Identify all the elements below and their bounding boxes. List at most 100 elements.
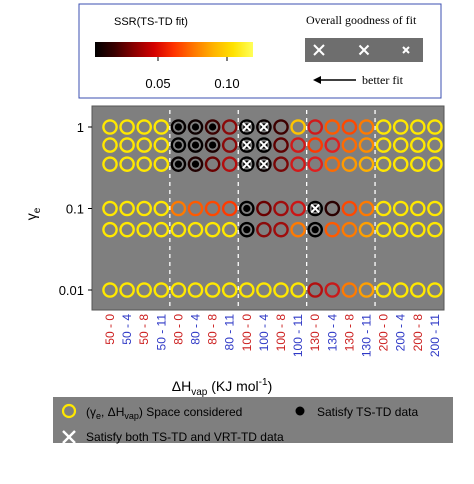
marker-ring-r4-c13	[324, 221, 341, 238]
marker-ring-r4-c17	[392, 221, 409, 238]
legend-ts-td-dot	[295, 406, 305, 416]
marker-dot-r1-c5	[191, 141, 200, 149]
marker-ring-r3-c10	[273, 200, 289, 217]
marker-ring-r0-c17	[392, 119, 409, 135]
marker-ring-r4-c1	[119, 221, 135, 238]
marker-ring-r5-c2	[136, 282, 152, 298]
marker-ring-r4-c12	[307, 221, 324, 238]
legend-both-label: Satisfy both TS-TD and VRT-TD data	[86, 430, 284, 444]
marker-ring-r1-c0	[102, 137, 118, 153]
marker-ring-r3-c15	[358, 200, 375, 217]
marker-ring-r4-c10	[273, 221, 289, 238]
marker-ring-r0-c0	[102, 119, 118, 135]
colorbar-tick-label-1: 0.05	[145, 76, 170, 91]
marker-ring-r1-c13	[324, 137, 341, 153]
marker-ring-r4-c3	[153, 221, 170, 238]
x-tick-label-2: 50 - 8	[137, 314, 151, 345]
legend-both-cross	[62, 430, 76, 444]
marker-ring-r2-c11	[290, 156, 306, 172]
marker-ring-r2-c9	[256, 156, 272, 172]
marker-cross-r2-c9	[259, 159, 269, 169]
x-tick-label-8: 100 - 0	[240, 314, 254, 352]
marker-dot-r0-c4	[174, 123, 182, 131]
marker-ring-r2-c7	[221, 156, 238, 172]
marker-ring-r4-c16	[375, 221, 392, 238]
colorbar-title: SSR(TS-TD fit)	[114, 16, 188, 28]
marker-ring-r0-c6	[204, 119, 221, 135]
marker-ring-r3-c19	[427, 200, 443, 217]
x-tick-label-19: 200 - 11	[428, 314, 442, 357]
marker-ring-r5-c10	[273, 282, 289, 298]
marker-cross-r0-c9	[259, 122, 269, 132]
x-tick-label-16: 200 - 0	[377, 314, 391, 352]
marker-ring-r2-c1	[119, 156, 135, 172]
marker-ring-r5-c1	[119, 282, 135, 298]
y-tick-label-2: 0.01	[59, 283, 84, 298]
marker-ring-r3-c0	[102, 200, 118, 217]
marker-ring-r0-c13	[324, 119, 341, 135]
marker-ring-r0-c19	[427, 119, 443, 135]
marker-ring-r0-c16	[375, 119, 392, 135]
marker-ring-r5-c19	[427, 282, 443, 298]
marker-ring-r4-c4	[170, 221, 187, 238]
marker-dot-r0-c5	[191, 123, 200, 131]
marker-ring-r3-c14	[341, 200, 358, 217]
marker-ring-r3-c3	[153, 200, 170, 217]
marker-ring-r5-c8	[238, 282, 255, 298]
marker-ring-r3-c4	[170, 200, 187, 217]
x-tick-label-1: 50 - 4	[120, 314, 134, 345]
marker-ring-r3-c18	[409, 200, 426, 217]
marker-ring-r5-c18	[409, 282, 426, 298]
marker-ring-r4-c18	[409, 221, 426, 238]
marker-ring-r2-c10	[273, 156, 289, 172]
x-tick-label-14: 130 - 8	[342, 314, 356, 352]
y-tick-label-0: 1	[77, 120, 84, 135]
marker-ring-r0-c3	[153, 119, 170, 135]
marker-ring-r2-c8	[238, 156, 255, 172]
marker-ring-r3-c17	[392, 200, 409, 217]
legend-box	[53, 397, 453, 443]
marker-dot-r1-c6	[209, 141, 217, 149]
marker-ring-r4-c11	[290, 221, 306, 238]
marker-ring-r5-c4	[170, 282, 187, 298]
y-axis: 10.10.01	[59, 120, 92, 298]
marker-ring-r4-c15	[358, 221, 375, 238]
marker-ring-r1-c9	[256, 137, 272, 153]
marker-ring-r3-c1	[119, 200, 135, 217]
plot-markers	[102, 119, 443, 298]
marker-cross-r2-c8	[242, 159, 252, 169]
marker-ring-r1-c8	[238, 137, 255, 153]
colorbar	[95, 42, 253, 57]
goodness-marks	[313, 44, 410, 56]
marker-cross-r3-c12	[310, 203, 320, 214]
marker-ring-r1-c10	[273, 137, 289, 153]
marker-ring-r1-c19	[427, 137, 443, 153]
marker-ring-r0-c4	[170, 119, 187, 135]
marker-ring-r1-c14	[341, 137, 358, 153]
marker-ring-r0-c10	[273, 119, 289, 135]
marker-ring-r5-c0	[102, 282, 118, 298]
marker-ring-r3-c9	[256, 200, 272, 217]
marker-ring-r1-c2	[136, 137, 152, 153]
y-axis-label: γe	[23, 207, 43, 220]
marker-cross-r1-c9	[259, 140, 269, 150]
marker-dot-r2-c5	[191, 160, 200, 168]
x-tick-label-7: 80 - 11	[223, 314, 237, 351]
x-tick-label-12: 130 - 0	[308, 314, 322, 352]
marker-ring-r0-c11	[290, 119, 306, 135]
marker-ring-r0-c9	[256, 119, 272, 135]
x-tick-label-15: 130 - 11	[360, 314, 374, 357]
marker-ring-r1-c5	[187, 137, 204, 153]
marker-ring-r0-c5	[187, 119, 204, 135]
x-axis-label: ΔHvap (KJ mol-1)	[172, 377, 273, 398]
marker-ring-r4-c8	[238, 221, 255, 238]
marker-ring-r5-c15	[358, 282, 375, 298]
marker-dot-r0-c6	[209, 123, 217, 131]
marker-ring-r2-c12	[307, 156, 324, 172]
legend-considered-ring	[61, 403, 77, 419]
marker-ring-r1-c1	[119, 137, 135, 153]
marker-ring-r4-c0	[102, 221, 118, 238]
marker-ring-r0-c2	[136, 119, 152, 135]
colorbar-tick-label-2: 0.10	[214, 76, 239, 91]
